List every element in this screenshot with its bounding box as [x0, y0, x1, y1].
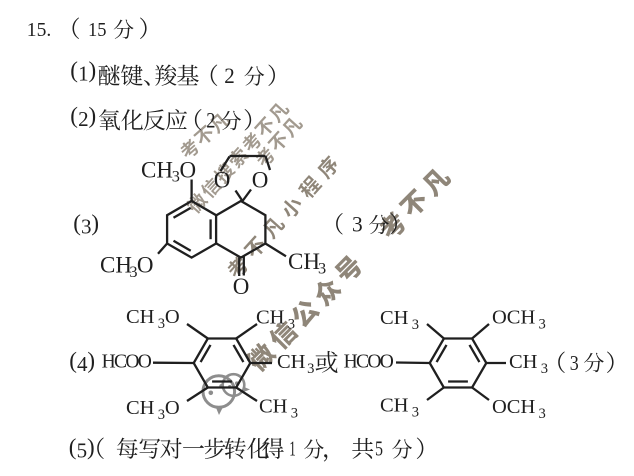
svg-text:CH: CH	[288, 249, 320, 274]
svg-text:): )	[91, 211, 99, 236]
svg-text:(: (	[70, 58, 78, 83]
svg-text:): )	[87, 348, 95, 373]
svg-text:CH: CH	[100, 253, 132, 278]
svg-text:CH: CH	[141, 157, 173, 182]
svg-text:O: O	[233, 274, 250, 299]
svg-text:5: 5	[375, 437, 383, 461]
svg-text:O: O	[165, 306, 180, 328]
svg-text:3: 3	[539, 406, 546, 422]
svg-text:O: O	[165, 397, 180, 419]
svg-text:3: 3	[158, 316, 165, 332]
svg-text:3: 3	[288, 317, 295, 333]
svg-text:O: O	[492, 396, 507, 418]
svg-text:O: O	[492, 307, 507, 329]
svg-text:O: O	[214, 167, 231, 192]
svg-text:CH: CH	[509, 351, 538, 373]
svg-text:(: (	[73, 211, 81, 236]
svg-text:3: 3	[412, 404, 419, 420]
svg-text:4: 4	[77, 352, 88, 376]
svg-text:(: (	[69, 348, 77, 373]
svg-text:3: 3	[570, 351, 579, 375]
svg-text:3: 3	[541, 361, 548, 377]
svg-text:3: 3	[352, 212, 363, 237]
svg-text:3: 3	[412, 317, 419, 333]
svg-text:O: O	[380, 352, 394, 373]
svg-text:2: 2	[206, 108, 215, 133]
svg-text:3: 3	[81, 215, 92, 239]
svg-text:): )	[87, 435, 95, 460]
svg-text:CH: CH	[507, 307, 536, 329]
svg-text:O: O	[138, 352, 152, 373]
svg-text:): )	[89, 58, 97, 83]
svg-text:2: 2	[224, 63, 235, 88]
svg-text:(: (	[69, 435, 77, 460]
svg-text:3: 3	[307, 361, 314, 377]
svg-text:CH: CH	[507, 396, 536, 418]
svg-text:CH: CH	[256, 307, 285, 329]
svg-text:O: O	[252, 167, 269, 192]
svg-text:2: 2	[78, 107, 89, 131]
svg-text:15.: 15.	[27, 19, 52, 41]
svg-text:15: 15	[88, 19, 107, 41]
svg-text:CH: CH	[259, 396, 288, 418]
svg-text:CH: CH	[380, 307, 409, 329]
svg-text:3: 3	[158, 407, 165, 423]
svg-text:1: 1	[289, 437, 296, 461]
svg-text:(: (	[70, 103, 78, 128]
svg-text:CH: CH	[126, 306, 155, 328]
svg-text:): )	[89, 103, 97, 128]
svg-text:3: 3	[291, 405, 298, 421]
svg-text:CH: CH	[126, 397, 155, 419]
svg-text:3: 3	[318, 258, 326, 277]
svg-text:1: 1	[78, 62, 89, 86]
svg-text:O: O	[180, 157, 197, 182]
svg-text:O: O	[137, 253, 154, 278]
svg-text:5: 5	[77, 439, 88, 463]
svg-text:3: 3	[539, 316, 546, 332]
svg-text:CH: CH	[380, 395, 409, 417]
svg-text:CH: CH	[277, 351, 306, 373]
